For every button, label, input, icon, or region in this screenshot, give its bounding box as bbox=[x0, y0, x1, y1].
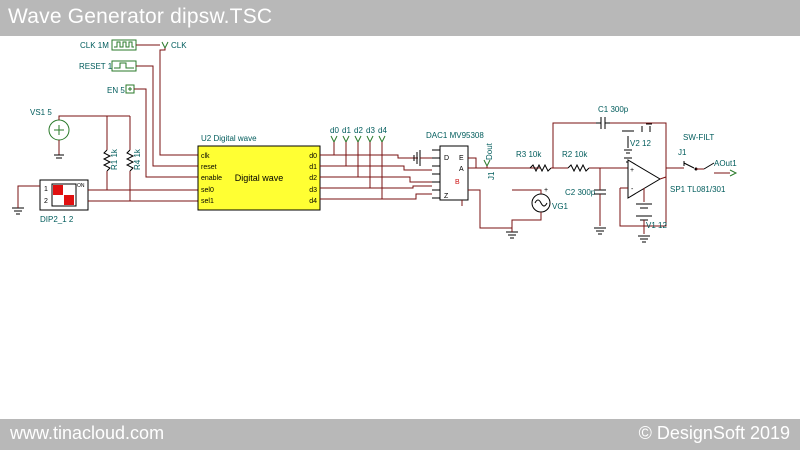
resistor-r2[interactable]: R2 10k bbox=[562, 150, 590, 173]
schematic-canvas: CLK 1M CLK RESET 1 EN 5 VS1 5 R1 1k bbox=[12, 39, 737, 243]
reset-source[interactable]: RESET 1 bbox=[79, 60, 137, 72]
probe-d0: d0 bbox=[330, 126, 339, 135]
resistor-r4[interactable]: R4 1k bbox=[125, 116, 142, 201]
battery-v1[interactable]: V1 12 bbox=[636, 203, 667, 230]
v2-label: V2 12 bbox=[630, 139, 651, 148]
op-amp-sp1[interactable]: + - SP1 TL081/301 bbox=[627, 159, 726, 199]
resistor-r1[interactable]: R1 1k bbox=[102, 116, 119, 190]
probe-d3: d3 bbox=[366, 126, 375, 135]
capacitor-c1[interactable]: C1 300p bbox=[596, 105, 629, 129]
u2-out-d3: d3 bbox=[309, 187, 317, 194]
op-amp-label: SP1 TL081/301 bbox=[670, 185, 726, 194]
footer-copyright: © DesignSoft 2019 bbox=[638, 423, 790, 443]
sw-j1-label: J1 bbox=[678, 148, 687, 157]
dout-probe: Dout J1 bbox=[483, 142, 496, 180]
clk-net-arrow: CLK bbox=[161, 41, 187, 50]
r1-label: R1 1k bbox=[110, 148, 119, 170]
vg1-plus: + bbox=[544, 187, 548, 194]
probe-d2: d2 bbox=[354, 126, 363, 135]
r2-label: R2 10k bbox=[562, 150, 588, 159]
switch-sw-filt[interactable]: SW-FILT J1 bbox=[678, 133, 714, 171]
j1-label: J1 bbox=[487, 171, 496, 180]
en-source[interactable]: EN 5 bbox=[107, 84, 135, 95]
u2-title: U2 Digital wave bbox=[201, 134, 257, 143]
dip-pin2: 2 bbox=[44, 198, 48, 205]
c2-label: C2 300p bbox=[565, 188, 596, 197]
dac-pin-b: B bbox=[455, 179, 460, 186]
op-amp-minus: - bbox=[631, 186, 634, 193]
title-bar: Wave Generator dipsw.TSC bbox=[0, 0, 800, 36]
u2-out-d2: d2 bbox=[309, 175, 317, 182]
clk-source-label: CLK 1M bbox=[80, 41, 109, 50]
clk-source[interactable]: CLK 1M bbox=[80, 39, 137, 51]
dip-label: DIP2_1 2 bbox=[40, 215, 74, 224]
aout-probe: AOut1 bbox=[714, 159, 737, 177]
u2-in-sel1: sel1 bbox=[201, 198, 214, 205]
vg1-label: VG1 bbox=[552, 202, 569, 211]
dip-on: ON bbox=[77, 183, 85, 189]
dac-mv95308[interactable]: DAC1 MV95308 D E A B Z bbox=[426, 131, 484, 201]
dac-pin-a: A bbox=[459, 166, 464, 173]
u2-out-d0: d0 bbox=[309, 153, 317, 160]
op-amp-plus: + bbox=[630, 167, 634, 174]
vs1-source[interactable]: VS1 5 bbox=[30, 108, 70, 141]
u2-out-d1: d1 bbox=[309, 164, 317, 171]
footer-bar: www.tinacloud.com © DesignSoft 2019 bbox=[0, 419, 800, 450]
u2-out-d4: d4 bbox=[309, 198, 317, 205]
en-source-label: EN 5 bbox=[107, 86, 125, 95]
dac-pin-e: E bbox=[459, 155, 464, 162]
vg1-source[interactable]: + VG1 bbox=[531, 187, 569, 213]
probe-d1: d1 bbox=[342, 126, 351, 135]
u2-in-reset: reset bbox=[201, 164, 217, 171]
footer-website[interactable]: www.tinacloud.com bbox=[10, 423, 165, 443]
reset-source-label: RESET 1 bbox=[79, 62, 113, 71]
r3-label: R3 10k bbox=[516, 150, 542, 159]
dac-pin-d: D bbox=[444, 155, 449, 162]
aout-label: AOut1 bbox=[714, 159, 737, 168]
probe-arrows bbox=[330, 135, 386, 144]
u2-in-sel0: sel0 bbox=[201, 187, 214, 194]
sw-label: SW-FILT bbox=[683, 133, 714, 142]
probe-d4: d4 bbox=[378, 126, 387, 135]
u2-body: Digital wave bbox=[235, 173, 284, 183]
dip-switch[interactable]: 1 2 ON DIP2_1 2 bbox=[39, 179, 89, 224]
resistor-r3[interactable]: R3 10k bbox=[516, 150, 552, 173]
probe-labels: d0 d1 d2 d3 d4 bbox=[330, 126, 387, 135]
c1-label: C1 300p bbox=[598, 105, 629, 114]
dip-pin1: 1 bbox=[44, 186, 48, 193]
dac-title: DAC1 MV95308 bbox=[426, 131, 484, 140]
v1-label: V1 12 bbox=[646, 221, 667, 230]
dout-label: Dout bbox=[485, 142, 494, 160]
r4-label: R4 1k bbox=[133, 148, 142, 170]
u2-in-enable: enable bbox=[201, 175, 222, 182]
vs1-label: VS1 5 bbox=[30, 108, 52, 117]
clk-net-label: CLK bbox=[171, 41, 187, 50]
u2-in-clk: clk bbox=[201, 153, 210, 160]
dac-pin-z: Z bbox=[444, 193, 449, 200]
window-title: Wave Generator dipsw.TSC bbox=[8, 5, 273, 28]
battery-v2[interactable]: V2 12 bbox=[622, 130, 651, 163]
u2-digital-wave-block[interactable]: U2 Digital wave Digital wave clk reset e… bbox=[197, 134, 321, 211]
